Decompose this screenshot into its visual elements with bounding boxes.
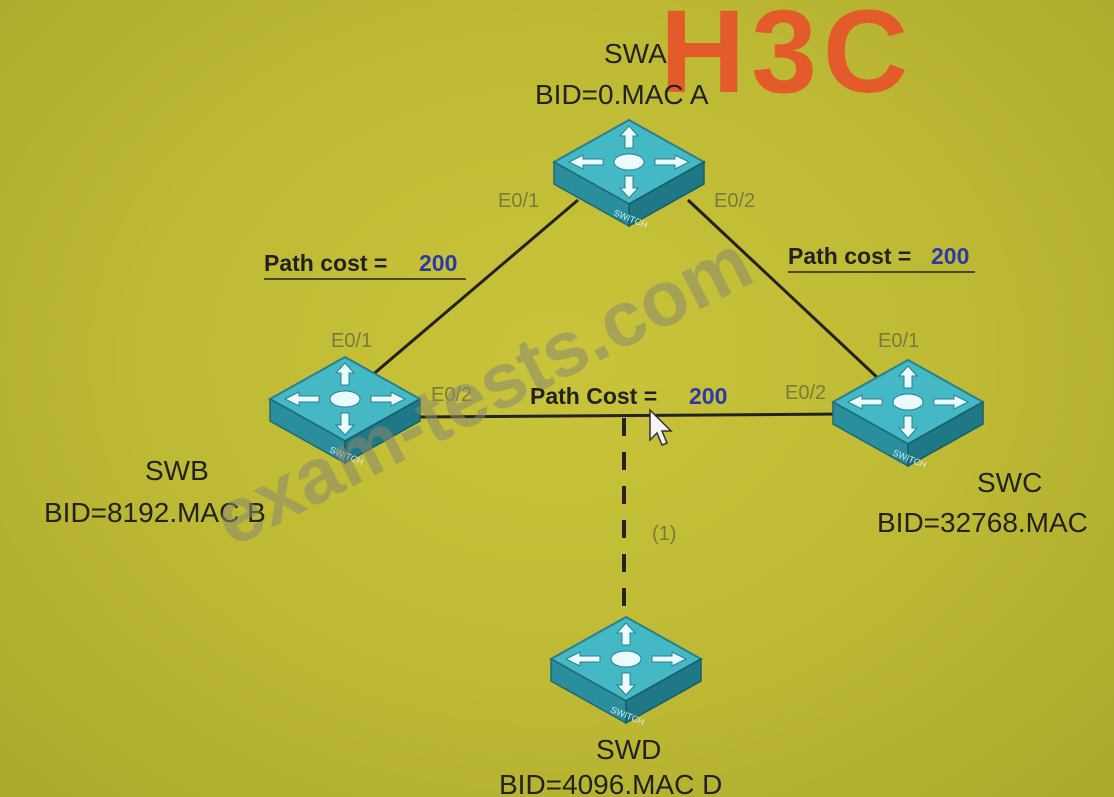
swa-name: SWA (604, 38, 667, 69)
port-swa-e02: E0/2 (714, 190, 755, 212)
switch-swc-icon[interactable]: SWITCH (832, 359, 984, 470)
switch-swd-icon[interactable]: SWITCH (550, 616, 702, 727)
link-swb-swc (419, 412, 846, 419)
path-cost-swa-swb: Path cost = 200 (264, 250, 466, 280)
path-cost-value: 200 (419, 250, 457, 276)
swb-bid: BID=8192.MAC B (44, 497, 266, 528)
switch-swa-icon[interactable]: SWITCH (553, 119, 705, 230)
link-swa-swc (686, 198, 882, 382)
link-swa-swb (369, 198, 579, 379)
path-cost-value: 200 (931, 243, 969, 269)
path-cost-swb-swc: Path Cost = 200 (530, 383, 727, 409)
path-cost-label: Path cost = (788, 243, 911, 269)
path-cost-label: Path Cost = (530, 383, 657, 409)
swa-bid: BID=0.MAC A (535, 79, 709, 110)
port-swa-e01: E0/1 (498, 190, 539, 212)
swd-bid: BID=4096.MAC D (499, 769, 722, 797)
port-swb-e02: E0/2 (431, 384, 472, 406)
mouse-cursor-icon (649, 408, 673, 446)
port-swc-e01: E0/1 (878, 330, 919, 352)
swd-name: SWD (596, 734, 661, 765)
path-cost-swa-swc: Path cost = 200 (788, 243, 975, 273)
h3c-logo: H3C (660, 0, 914, 118)
port-swc-e02: E0/2 (785, 382, 826, 404)
link-annotation: (1) (652, 523, 676, 545)
swc-name: SWC (977, 467, 1042, 498)
swc-bid: BID=32768.MAC (877, 507, 1088, 538)
swb-name: SWB (145, 455, 209, 486)
port-swb-e01: E0/1 (331, 330, 372, 352)
path-cost-label: Path cost = (264, 250, 387, 276)
path-cost-value: 200 (689, 383, 727, 409)
